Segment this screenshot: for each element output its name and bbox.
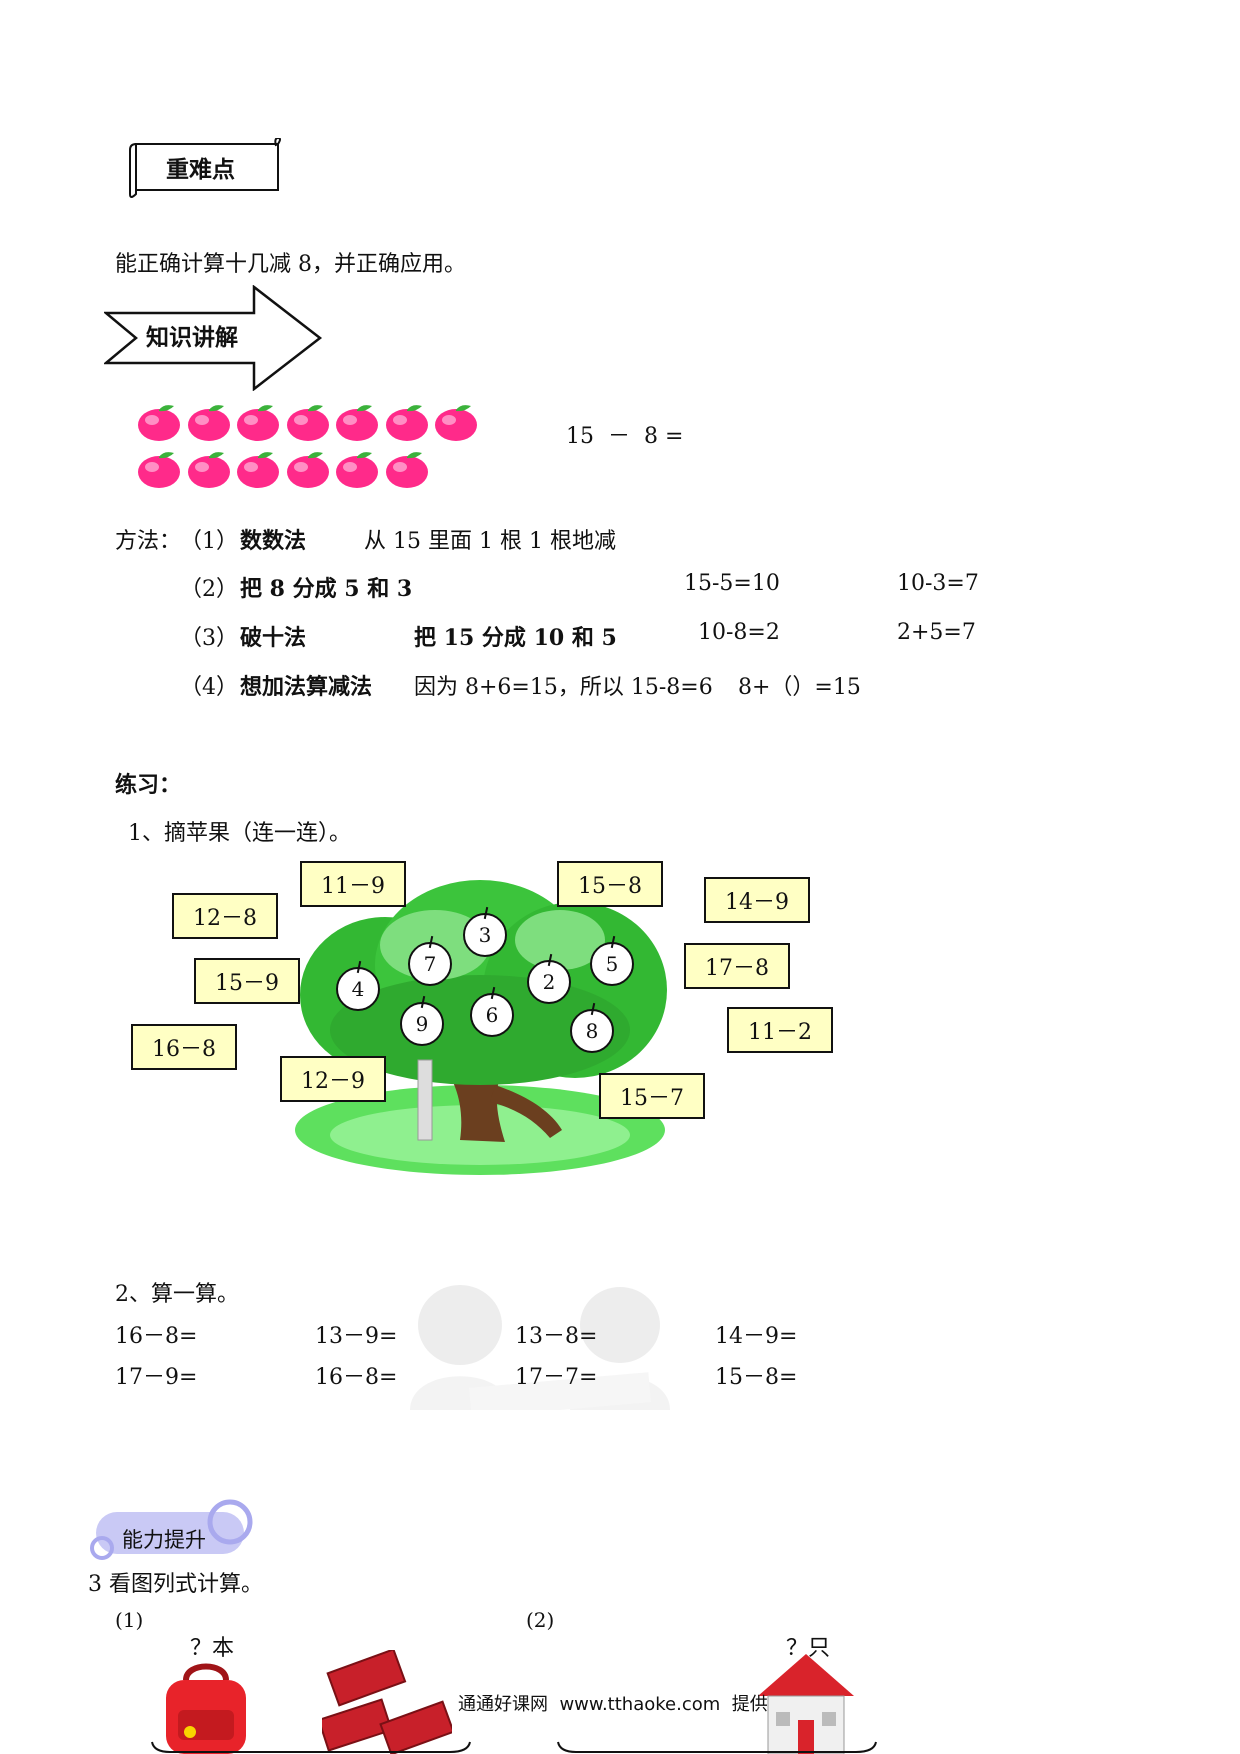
method-3-number: （3） — [180, 626, 238, 651]
calc-item: 15－8= — [715, 1365, 798, 1390]
method-1-name: 数数法 — [240, 528, 307, 554]
section-title-key-points: 重难点 — [166, 156, 235, 183]
question-1: 1、摘苹果（连一连）。 — [128, 821, 351, 846]
apple-icon — [336, 452, 378, 488]
method-3-step-b: 2+5=7 — [897, 620, 976, 645]
apple-icon — [237, 452, 279, 488]
apple-answer[interactable]: 8 — [570, 1009, 614, 1053]
apple-answer[interactable]: 6 — [470, 993, 514, 1037]
method-4-desc: 因为 8+6=15，所以 15-8=6 — [414, 675, 713, 700]
apple-icon — [187, 452, 230, 488]
part-1-label: (1) — [115, 1608, 144, 1632]
apple-icon — [336, 405, 378, 441]
calc-item: 13－9= — [315, 1324, 398, 1349]
apple-icon — [237, 405, 279, 441]
right-arrow-banner-icon — [104, 285, 323, 391]
question-2: 2、算一算。 — [115, 1282, 239, 1307]
method-3-step-a: 10-8=2 — [698, 620, 780, 645]
apple-icon — [286, 405, 329, 441]
backpack-icon — [166, 1663, 246, 1754]
expression-box[interactable]: 15－8 — [557, 861, 663, 907]
expression-box[interactable]: 11－2 — [727, 1007, 833, 1053]
methods-lead: 方法： — [115, 529, 182, 554]
books-icon — [322, 1650, 452, 1754]
apple-icon — [138, 405, 180, 441]
method-1-desc: 从 15 里面 1 根 1 根地减 — [364, 529, 616, 554]
section-title-knowledge: 知识讲解 — [146, 324, 238, 351]
method-2-step-b: 10-3=7 — [897, 571, 979, 596]
apple-icon — [187, 405, 230, 441]
apple-answer[interactable]: 3 — [463, 913, 507, 957]
calc-item: 17－9= — [115, 1365, 198, 1390]
brace-icon — [151, 1741, 471, 1753]
apple-answer[interactable]: 5 — [590, 942, 634, 986]
question-3: 3 看图列式计算。 — [88, 1572, 263, 1597]
house-icon — [758, 1654, 854, 1754]
calc-item: 13－8= — [515, 1324, 598, 1349]
method-2-name: 把 8 分成 5 和 3 — [240, 576, 413, 602]
expression-box[interactable]: 12－8 — [172, 893, 278, 939]
calc-item: 16－8= — [115, 1324, 198, 1349]
apple-answer[interactable]: 9 — [400, 1002, 444, 1046]
example-equation: 15 － 8 = — [566, 424, 684, 449]
expression-box[interactable]: 11－9 — [300, 861, 406, 907]
apple-icon — [286, 452, 329, 488]
method-4-step-a: 8+（）=15 — [738, 675, 861, 700]
expression-box[interactable]: 14－9 — [704, 877, 810, 923]
expression-box[interactable]: 12－9 — [280, 1056, 386, 1102]
apple-answer[interactable]: 7 — [408, 942, 452, 986]
apple-answer[interactable]: 4 — [336, 967, 380, 1011]
calc-item: 16－8= — [315, 1365, 398, 1390]
footer-credit: 通通好课网 www.tthaoke.com 提供 — [458, 1694, 768, 1715]
ability-badge-icon — [90, 1499, 253, 1560]
section-title-ability: 能力提升 — [122, 1528, 206, 1552]
part-1-question: ？本 — [190, 1636, 235, 1661]
method-3-name: 破十法 — [240, 625, 307, 651]
apple-icon — [385, 405, 428, 441]
apple-icon — [385, 452, 428, 488]
method-2-step-a: 15-5=10 — [684, 571, 780, 596]
practice-title: 练习： — [115, 772, 182, 798]
method-4-name: 想加法算减法 — [240, 674, 373, 700]
expression-box[interactable]: 17－8 — [684, 943, 790, 989]
method-3-desc: 把 15 分成 10 和 5 — [414, 625, 617, 651]
calc-item: 17－7= — [515, 1365, 598, 1390]
apple-answer[interactable]: 2 — [527, 960, 571, 1004]
expression-box[interactable]: 15－7 — [599, 1073, 705, 1119]
method-2-number: （2） — [180, 577, 238, 602]
brace-icon — [557, 1741, 877, 1753]
expression-box[interactable]: 15－9 — [194, 958, 300, 1004]
method-4-number: （4） — [180, 675, 238, 700]
part-2-label: (2) — [526, 1608, 555, 1632]
apple-icon — [435, 405, 477, 441]
calc-item: 14－9= — [715, 1324, 798, 1349]
apple-icon — [138, 452, 180, 488]
scroll-banner-icon — [129, 138, 281, 198]
method-1-number: （1） — [180, 529, 238, 554]
expression-box[interactable]: 16－8 — [131, 1024, 237, 1070]
learning-goal: 能正确计算十几减 8，并正确应用。 — [115, 252, 466, 277]
children-watermark-icon — [410, 1285, 670, 1410]
